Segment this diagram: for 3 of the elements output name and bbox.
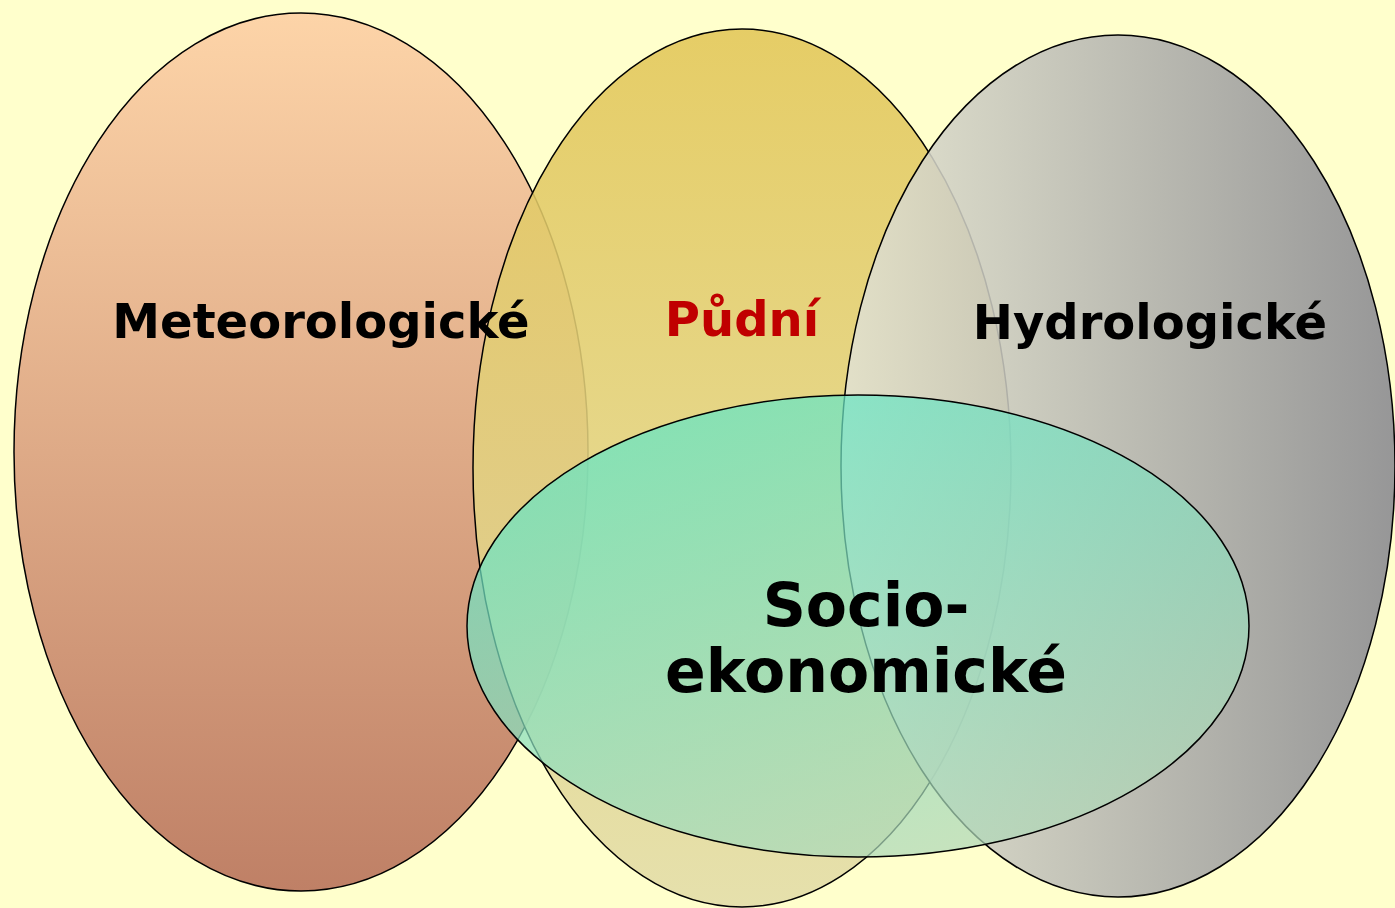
set-label: Půdní <box>663 293 822 346</box>
set-label: Socio- ekonomické <box>664 572 1068 704</box>
set-label: Hydrologické <box>971 296 1329 349</box>
